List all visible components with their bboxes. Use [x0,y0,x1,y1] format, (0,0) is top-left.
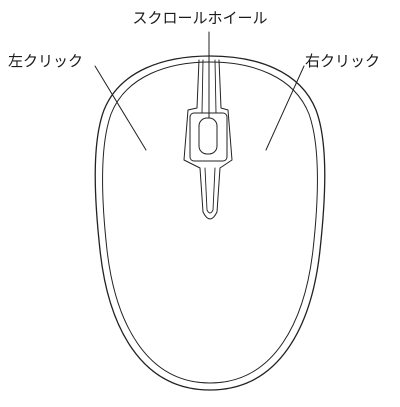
scroll-wheel [198,117,218,155]
mouse-body-inner [102,61,318,384]
left-click-label: 左クリック [8,52,84,70]
leader-line-right [265,65,305,151]
mouse-body-outer [94,55,326,391]
scroll-wheel-label: スクロールホイール [132,9,268,27]
leader-line-left [94,65,147,151]
right-click-label: 右クリック [305,52,381,70]
button-divider-outer [183,59,233,220]
button-divider-inner [201,59,217,214]
